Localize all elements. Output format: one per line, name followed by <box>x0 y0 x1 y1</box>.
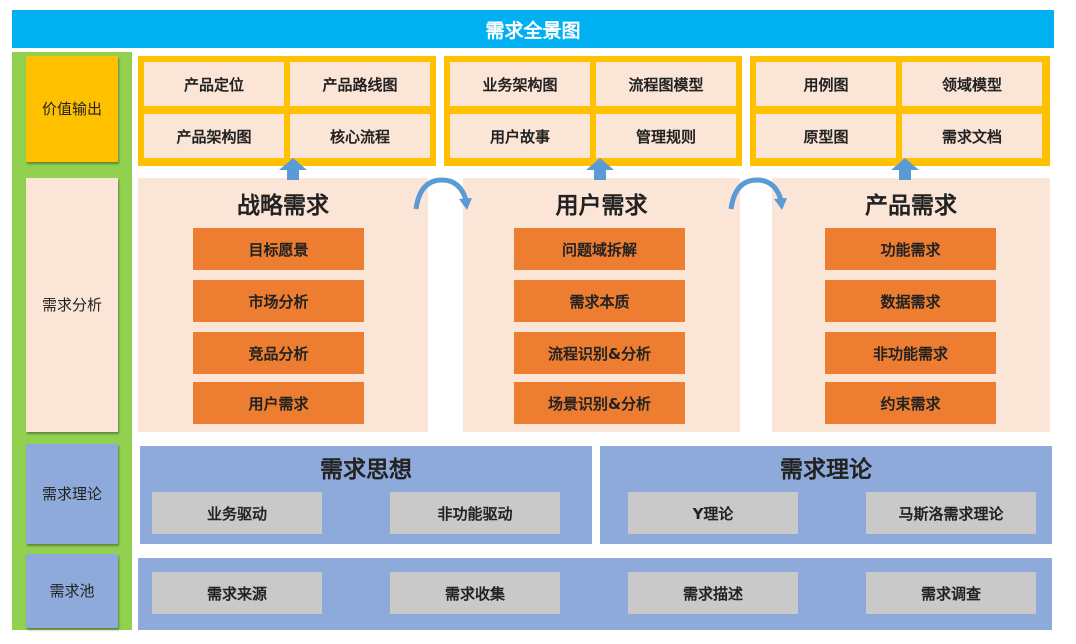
theory-panel-thought: 需求思想 业务驱动 非功能驱动 <box>140 446 592 544</box>
output-cell: 业务架构图 <box>450 62 590 106</box>
output-cell: 核心流程 <box>290 114 430 158</box>
up-arrow-icon <box>891 158 919 180</box>
up-arrow-icon <box>279 158 307 180</box>
theory-panel-theory: 需求理论 Y理论 马斯洛需求理论 <box>600 446 1052 544</box>
output-cell: 流程图模型 <box>596 62 736 106</box>
pool-item: 需求收集 <box>390 572 560 614</box>
layer-pool: 需求池 <box>26 554 118 628</box>
analysis-item: 流程识别&分析 <box>514 332 685 374</box>
analysis-item: 需求本质 <box>514 280 685 322</box>
pool-panel: 需求来源 需求收集 需求描述 需求调查 <box>138 558 1052 630</box>
layer-sidebar: 价值输出 需求分析 需求理论 需求池 <box>12 52 132 630</box>
analysis-item: 场景识别&分析 <box>514 382 685 424</box>
analysis-item: 问题域拆解 <box>514 228 685 270</box>
panel-title: 需求理论 <box>780 457 872 483</box>
theory-item: 业务驱动 <box>152 492 322 534</box>
page-title: 需求全景图 <box>12 10 1054 48</box>
pool-item: 需求描述 <box>628 572 798 614</box>
output-cell: 领域模型 <box>902 62 1042 106</box>
output-group-user: 业务架构图 流程图模型 用户故事 管理规则 <box>444 56 742 166</box>
analysis-item: 约束需求 <box>825 382 996 424</box>
analysis-panel-strategy: 战略需求 目标愿景 市场分析 竞品分析 用户需求 <box>138 178 428 432</box>
theory-item: Y理论 <box>628 492 798 534</box>
analysis-item: 目标愿景 <box>193 228 364 270</box>
curved-arrow-icon <box>413 177 472 210</box>
panel-title: 需求思想 <box>320 457 412 483</box>
output-group-product: 用例图 领域模型 原型图 需求文档 <box>750 56 1050 166</box>
output-cell: 需求文档 <box>902 114 1042 158</box>
analysis-item: 非功能需求 <box>825 332 996 374</box>
panel-title: 产品需求 <box>865 193 957 219</box>
output-cell: 管理规则 <box>596 114 736 158</box>
output-cell: 用户故事 <box>450 114 590 158</box>
output-group-strategy: 产品定位 产品路线图 产品架构图 核心流程 <box>138 56 436 166</box>
layer-value-output: 价值输出 <box>26 56 118 162</box>
analysis-item: 功能需求 <box>825 228 996 270</box>
output-cell: 原型图 <box>756 114 896 158</box>
layer-analysis: 需求分析 <box>26 178 118 432</box>
output-cell: 用例图 <box>756 62 896 106</box>
analysis-item: 市场分析 <box>193 280 364 322</box>
analysis-panel-user: 用户需求 问题域拆解 需求本质 流程识别&分析 场景识别&分析 <box>463 178 740 432</box>
analysis-panel-product: 产品需求 功能需求 数据需求 非功能需求 约束需求 <box>772 178 1050 432</box>
theory-item: 马斯洛需求理论 <box>866 492 1036 534</box>
panel-title: 战略需求 <box>237 193 329 219</box>
curved-arrow-icon <box>728 177 787 210</box>
theory-item: 非功能驱动 <box>390 492 560 534</box>
analysis-item: 用户需求 <box>193 382 364 424</box>
output-cell: 产品定位 <box>144 62 284 106</box>
layer-theory: 需求理论 <box>26 444 118 544</box>
up-arrow-icon <box>586 158 614 180</box>
analysis-item: 数据需求 <box>825 280 996 322</box>
pool-item: 需求来源 <box>152 572 322 614</box>
analysis-item: 竞品分析 <box>193 332 364 374</box>
output-cell: 产品路线图 <box>290 62 430 106</box>
pool-item: 需求调查 <box>866 572 1036 614</box>
panel-title: 用户需求 <box>555 193 648 219</box>
output-cell: 产品架构图 <box>144 114 284 158</box>
